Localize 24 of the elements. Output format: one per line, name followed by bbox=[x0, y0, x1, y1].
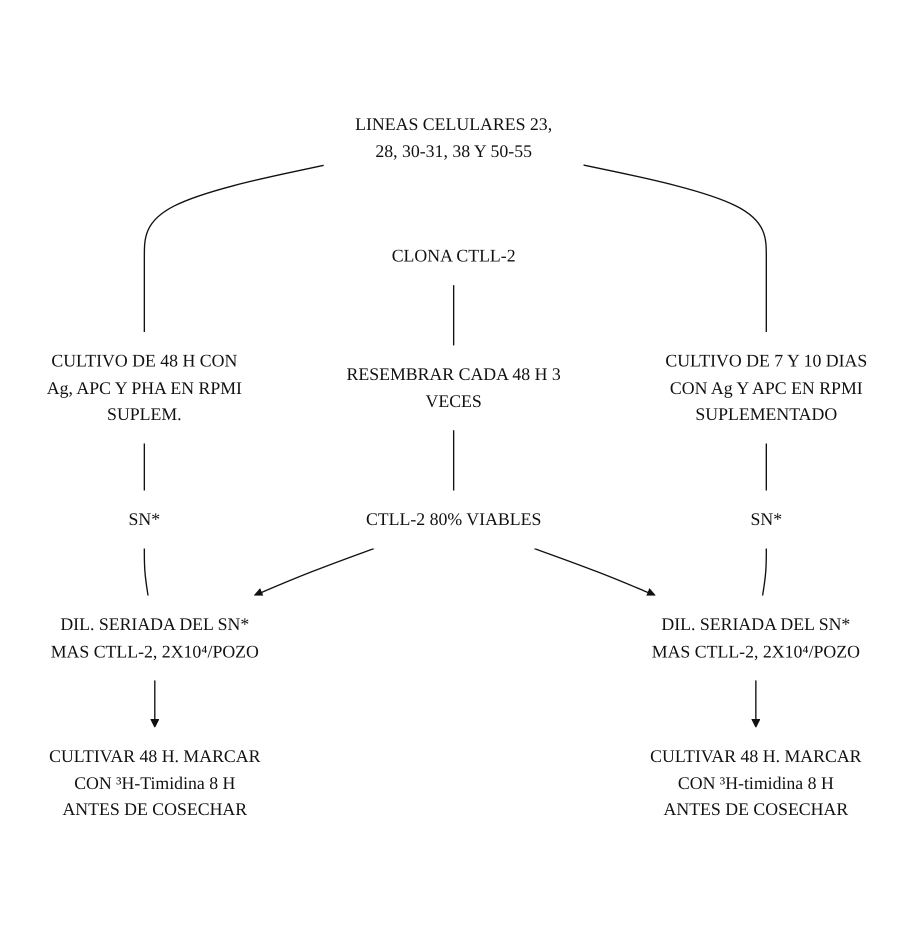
node-text: SN* bbox=[750, 508, 782, 529]
node-text: CULTIVO DE 48 H CON Ag, APC Y PHA EN RPMI SUPLEM. bbox=[46, 350, 242, 424]
connector bbox=[144, 548, 149, 596]
arrow bbox=[751, 680, 760, 728]
node-text: CLONA CTLL-2 bbox=[392, 245, 516, 266]
arrow bbox=[254, 547, 374, 596]
node-text: DIL. SERIADA DEL SN* MAS CTLL-2, 2X10⁴/POZO bbox=[50, 614, 259, 660]
arrow bbox=[150, 680, 160, 728]
node-text: RESEMBRAR CADA 48 H 3 VECES bbox=[346, 364, 561, 410]
connector bbox=[766, 442, 767, 490]
node-text: DIL. SERIADA DEL SN* MAS CTLL-2, 2X10⁴/POZO bbox=[652, 614, 860, 660]
node-text: CULTIVAR 48 H. MARCAR CON ³H-Timidina 8 H ANTES DE COSECHAR bbox=[49, 746, 260, 819]
connector bbox=[144, 442, 146, 490]
arrow bbox=[534, 547, 656, 596]
node-text: CTLL-2 80% VIABLES bbox=[366, 508, 542, 529]
connector bbox=[452, 284, 454, 345]
node-text: LINEAS CELULARES 23, 28, 30-31, 38 Y 50-55 bbox=[355, 114, 552, 160]
connector bbox=[452, 430, 454, 490]
connector bbox=[762, 548, 767, 596]
connector bbox=[144, 164, 324, 332]
node-text: CULTIVO DE 7 Y 10 DIAS CON Ag Y APC EN RPMI SUPLEMENTADO bbox=[665, 350, 868, 424]
node-text: CULTIVAR 48 H. MARCAR CON ³H-timidina 8 H ANTES DE COSECHAR bbox=[650, 746, 862, 819]
node-text: SN* bbox=[128, 508, 160, 529]
connector bbox=[583, 164, 767, 332]
